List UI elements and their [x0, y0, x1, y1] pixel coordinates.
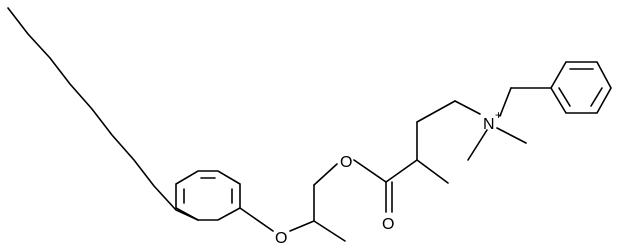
n-methyl-2-bond — [496, 127, 527, 144]
ch2-o-bond — [313, 163, 338, 186]
o-carbonyl-bond — [353, 159, 387, 183]
ester-oxygen-label: O — [340, 154, 352, 171]
nonyl-chain — [7, 7, 199, 221]
ester-group — [353, 159, 418, 213]
nitrogen-label: N — [483, 116, 495, 133]
aryl-o-bond — [239, 207, 274, 232]
nonyl-chain-bonds — [7, 7, 199, 221]
phenyl-double-bond-3 — [558, 87, 571, 107]
ammonium-substituents — [467, 87, 552, 161]
atom-labels: O O O N + — [275, 108, 502, 247]
gamma-n-bond — [454, 100, 481, 115]
phenyl-ring — [550, 61, 612, 114]
aryl-ring — [175, 170, 241, 221]
charge-label: + — [495, 108, 502, 122]
ch-methyl-bond — [313, 220, 346, 242]
carbonyl-oxygen-label: O — [382, 216, 394, 233]
phenyl-ring-bonds — [550, 61, 612, 114]
n-methyl-1-bond — [467, 129, 488, 161]
aryl-ring-bonds — [175, 170, 241, 221]
phenyl-double-bond-2 — [590, 87, 603, 107]
butanoyl-chain — [416, 100, 481, 184]
n-benzyl-bond — [499, 87, 512, 117]
carbonyl-alpha-bond — [385, 159, 418, 183]
o-ch-bond — [289, 220, 315, 232]
alpha-methyl-bond — [416, 159, 449, 184]
ether-oxygen-label: O — [275, 230, 287, 247]
ether-linker — [239, 163, 346, 242]
beta-gamma-bond — [416, 100, 456, 123]
